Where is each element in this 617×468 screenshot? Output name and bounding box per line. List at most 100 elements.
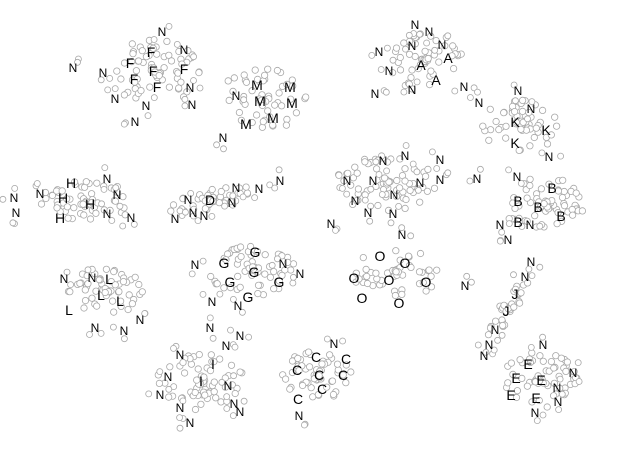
cluster-label-j: J <box>512 286 519 302</box>
graph-node <box>238 308 246 316</box>
graph-node <box>53 204 61 212</box>
graph-node <box>188 270 196 278</box>
graph-node <box>517 289 525 297</box>
graph-node <box>124 305 132 314</box>
node-label-n: N <box>279 257 288 271</box>
graph-node <box>427 32 435 40</box>
node-label-n: N <box>545 150 554 164</box>
node-label-n: N <box>69 61 78 75</box>
graph-node <box>131 273 139 281</box>
cluster-label-o: O <box>384 272 395 288</box>
graph-node <box>305 363 314 371</box>
graph-node <box>141 310 149 317</box>
graph-node <box>216 355 224 363</box>
cluster-label-c: C <box>311 349 321 365</box>
graph-node <box>268 261 276 269</box>
graph-node <box>528 272 536 280</box>
graph-node <box>240 96 248 104</box>
graph-node <box>223 393 231 401</box>
graph-node <box>81 296 90 305</box>
graph-node <box>111 197 120 205</box>
graph-node <box>113 67 121 75</box>
graph-node <box>298 381 307 390</box>
graph-node <box>323 383 331 391</box>
node-label-n: N <box>180 43 189 57</box>
graph-node <box>382 88 390 96</box>
graph-node <box>557 152 564 160</box>
graph-node <box>515 299 524 307</box>
node-label-n: N <box>461 279 470 293</box>
cluster-label-b: B <box>533 199 542 215</box>
graph-node <box>494 336 502 344</box>
node-label-n: N <box>425 25 434 39</box>
graph-node <box>117 297 125 305</box>
graph-node <box>574 359 582 367</box>
graph-node <box>395 202 403 210</box>
graph-node <box>254 281 263 289</box>
graph-node <box>222 256 230 264</box>
graph-node <box>208 185 216 194</box>
graph-node <box>179 358 187 367</box>
graph-node <box>228 381 236 389</box>
graph-node <box>383 167 391 175</box>
graph-node <box>517 179 525 187</box>
graph-node <box>286 385 294 393</box>
graph-node <box>74 58 81 66</box>
graph-node <box>169 201 178 209</box>
graph-node <box>388 69 397 77</box>
cluster-label-a: A <box>416 57 426 73</box>
graph-node <box>229 412 237 420</box>
graph-node <box>112 184 120 192</box>
graph-node <box>194 365 202 373</box>
graph-node <box>407 263 415 271</box>
node-label-n: N <box>103 207 112 221</box>
graph-node <box>195 69 203 77</box>
node-label-n: N <box>189 206 198 220</box>
graph-node <box>486 126 495 134</box>
graph-node <box>509 370 517 378</box>
graph-node <box>119 277 128 286</box>
graph-node <box>117 75 125 83</box>
graph-node <box>184 46 192 55</box>
graph-node <box>237 243 245 251</box>
graph-node <box>427 283 436 291</box>
node-label-n: N <box>236 329 245 343</box>
node-label-n: N <box>330 337 339 351</box>
cluster-label-m: M <box>251 77 263 93</box>
graph-node <box>367 202 375 210</box>
graph-node <box>562 367 570 375</box>
graph-node <box>177 78 185 86</box>
graph-node <box>435 58 443 66</box>
graph-node <box>556 375 564 383</box>
graph-node <box>282 121 290 129</box>
cluster-label-i: I <box>199 373 203 389</box>
graph-node <box>48 191 57 200</box>
graph-node <box>253 111 261 119</box>
cluster-label-c: C <box>338 367 348 383</box>
cluster-label-l: L <box>97 287 105 303</box>
graph-node <box>210 388 218 396</box>
graph-node <box>402 142 410 149</box>
graph-node <box>515 214 523 222</box>
graph-node <box>242 78 251 86</box>
graph-node <box>449 65 458 73</box>
graph-node <box>315 371 323 380</box>
node-label-n: N <box>176 348 185 362</box>
graph-node <box>199 290 207 298</box>
graph-node <box>128 40 136 48</box>
graph-node <box>510 108 519 116</box>
graph-node <box>227 361 236 369</box>
graph-node <box>527 343 535 351</box>
graph-node <box>231 389 239 398</box>
graph-node <box>526 175 534 183</box>
graph-node <box>524 115 531 123</box>
graph-node <box>41 188 50 197</box>
graph-node <box>383 158 391 166</box>
graph-node <box>101 164 109 172</box>
graph-node <box>258 101 267 110</box>
node-label-n: N <box>158 25 167 39</box>
graph-node <box>425 81 434 89</box>
graph-node <box>363 272 371 280</box>
node-label-n: N <box>10 191 19 205</box>
cluster-label-m: M <box>284 79 296 95</box>
